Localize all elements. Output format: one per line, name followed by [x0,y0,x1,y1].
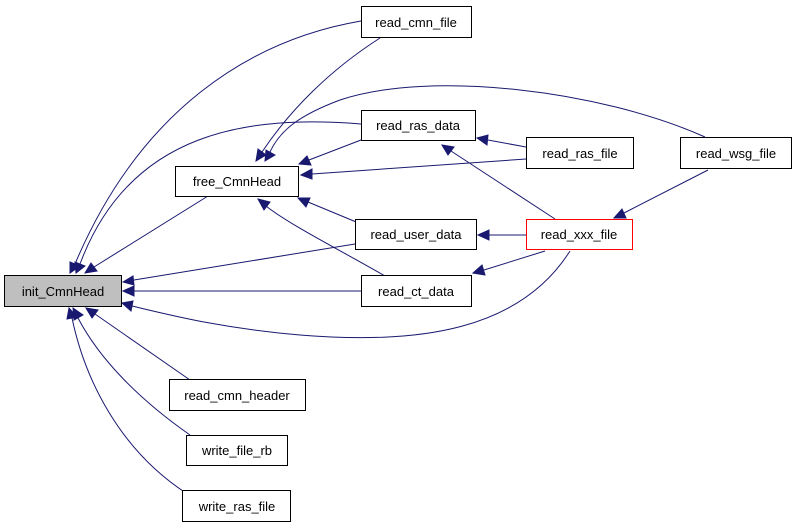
arrowhead-icon [476,229,490,241]
edge-read-user-data-to-free-cmnhead [307,201,362,225]
node-label: read_user_data [370,227,462,242]
arrowhead-icon [66,306,78,320]
edge-read-cmn-file-to-init-cmnhead [74,20,362,265]
node-read-user-data[interactable]: read_user_data [355,219,477,250]
node-init-cmnhead[interactable]: init_CmnHead [4,275,122,307]
arrowhead-icon [74,261,86,274]
node-read-ras-file[interactable]: read_ras_file [526,137,634,169]
node-write-ras-file[interactable]: write_ras_file [182,490,291,522]
edge-read-ras-file-to-free-cmnhead [311,158,527,175]
node-label: read_cmn_header [184,388,290,403]
node-label: write_file_rb [201,443,272,458]
arrowhead-icon [84,262,98,274]
node-read-xxx-file[interactable]: read_xxx_file [526,219,633,250]
arrowhead-icon [297,155,312,166]
edge-read-wsg-file-to-read-xxx-file [623,169,709,214]
node-read-cmn-file[interactable]: read_cmn_file [361,6,472,38]
edge-free-cmnhead-to-init-cmnhead [93,195,209,268]
edge-read-wsg-file-to-free-cmnhead [269,85,706,153]
arrowhead-icon [85,307,99,319]
node-label: read_wsg_file [696,146,776,161]
edges [66,20,709,494]
nodes: init_CmnHead free_CmnHead read_cmn_file … [4,6,792,522]
node-label: read_xxx_file [541,227,618,242]
node-free-cmnhead[interactable]: free_CmnHead [175,166,299,197]
arrowhead-icon [121,275,135,286]
arrowhead-icon [257,198,271,211]
edge-read-xxx-file-to-init-cmnhead [131,250,571,339]
edge-read-ras-file-to-read-ras-data [487,139,527,148]
node-read-wsg-file[interactable]: read_wsg_file [680,137,792,169]
node-label: read_ras_file [542,146,617,161]
arrowhead-icon [255,148,267,162]
node-read-cmn-header[interactable]: read_cmn_header [169,379,306,411]
arrowhead-icon [120,300,134,312]
node-label: free_CmnHead [193,174,281,189]
edge-read-ras-data-to-init-cmnhead [79,121,362,265]
arrowhead-icon [299,168,313,180]
arrowhead-icon [475,134,489,146]
arrowhead-icon [471,264,486,276]
node-label: read_cmn_file [375,15,457,30]
node-read-ras-data[interactable]: read_ras_data [361,110,476,141]
edge-read-user-data-to-init-cmnhead [133,242,362,281]
node-write-file-rb[interactable]: write_file_rb [186,435,288,466]
edge-read-xxx-file-to-read-ras-data [450,150,556,220]
arrowhead-icon [441,144,455,156]
arrowhead-icon [296,197,311,208]
node-read-ct-data[interactable]: read_ct_data [361,275,472,307]
edge-read-cmn-file-to-free-cmnhead [261,37,381,153]
arrowhead-icon [264,149,276,162]
edge-read-xxx-file-to-read-ct-data [483,250,546,271]
arrowhead-icon [121,285,135,297]
edge-write-ras-file-to-init-cmnhead [71,317,187,494]
node-label: read_ras_data [376,118,461,133]
arrowhead-icon [612,208,627,219]
edge-write-file-rb-to-init-cmnhead [77,317,191,436]
edge-read-cmn-header-to-init-cmnhead [94,313,191,381]
edge-read-ras-data-to-free-cmnhead [308,139,362,161]
edge-read-ct-data-to-free-cmnhead [265,205,386,277]
node-label: write_ras_file [198,499,276,514]
node-label: init_CmnHead [22,284,104,299]
node-label: read_ct_data [378,284,455,299]
